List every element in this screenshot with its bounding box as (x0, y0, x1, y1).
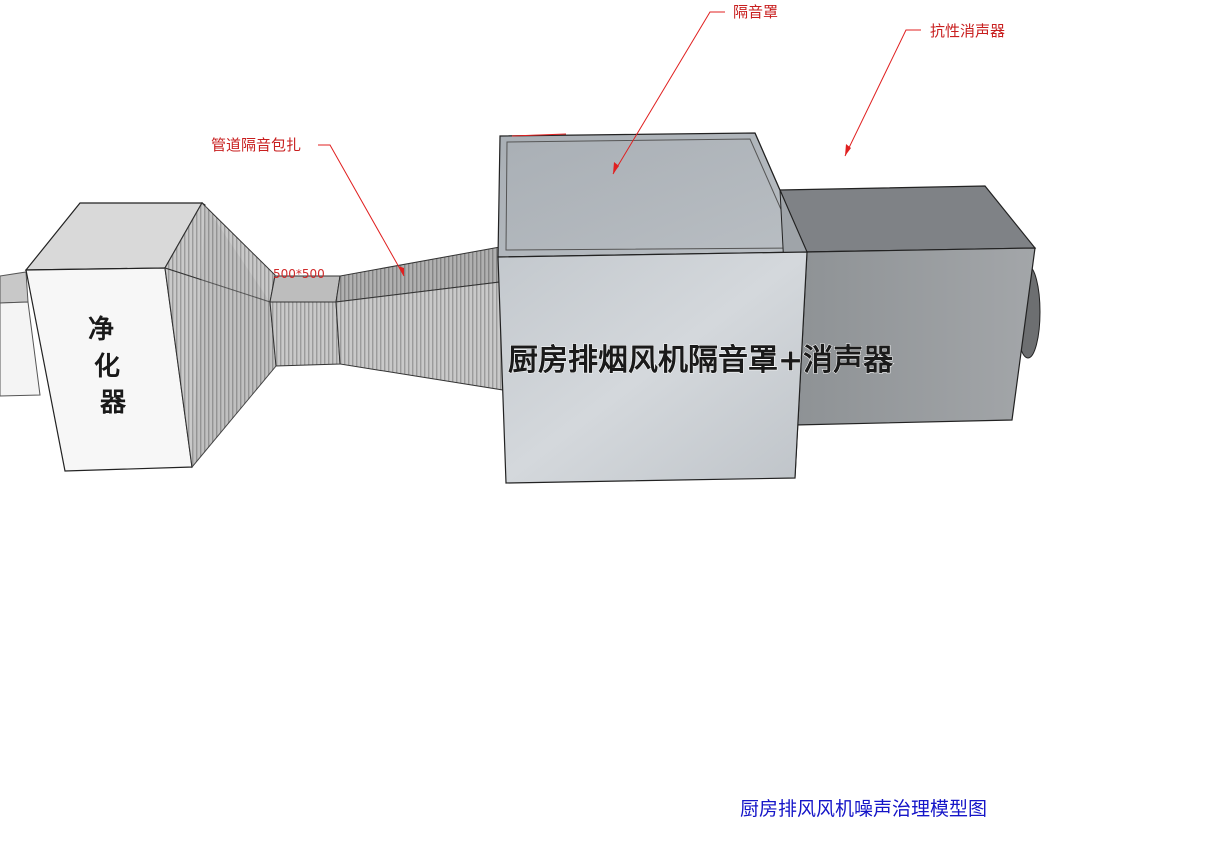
enclosure-main-text: 厨房排烟风机隔音罩+消声器 (508, 343, 894, 378)
silencer-box (779, 185, 1041, 426)
duct-size-label: 500*500 (273, 267, 325, 281)
purifier-box: 净 化 器 (24, 202, 206, 472)
enclosure-top-mark (511, 133, 567, 137)
straight-duct: 500*500 (269, 267, 341, 367)
purifier-label-1: 净 (88, 315, 114, 345)
callout-enclosure: 隔音罩 (612, 3, 778, 175)
silencer-label: 抗性消声器 (930, 22, 1005, 40)
pipe-wrap-label: 管道隔音包扎 (211, 136, 301, 154)
reducer-duct (164, 202, 277, 469)
sound-enclosure: 厨房排烟风机隔音罩+消声器 (497, 132, 895, 484)
purifier-label-2: 化 (94, 352, 120, 382)
enclosure-label: 隔音罩 (733, 3, 778, 21)
figure-caption: 厨房排风风机噪声治理模型图 (740, 798, 988, 820)
callout-pipe-wrap: 管道隔音包扎 (211, 136, 405, 277)
callout-silencer: 抗性消声器 (844, 22, 1005, 157)
inlet-pipe (0, 271, 41, 397)
expanding-duct (335, 246, 504, 391)
purifier-label-3: 器 (99, 388, 127, 418)
